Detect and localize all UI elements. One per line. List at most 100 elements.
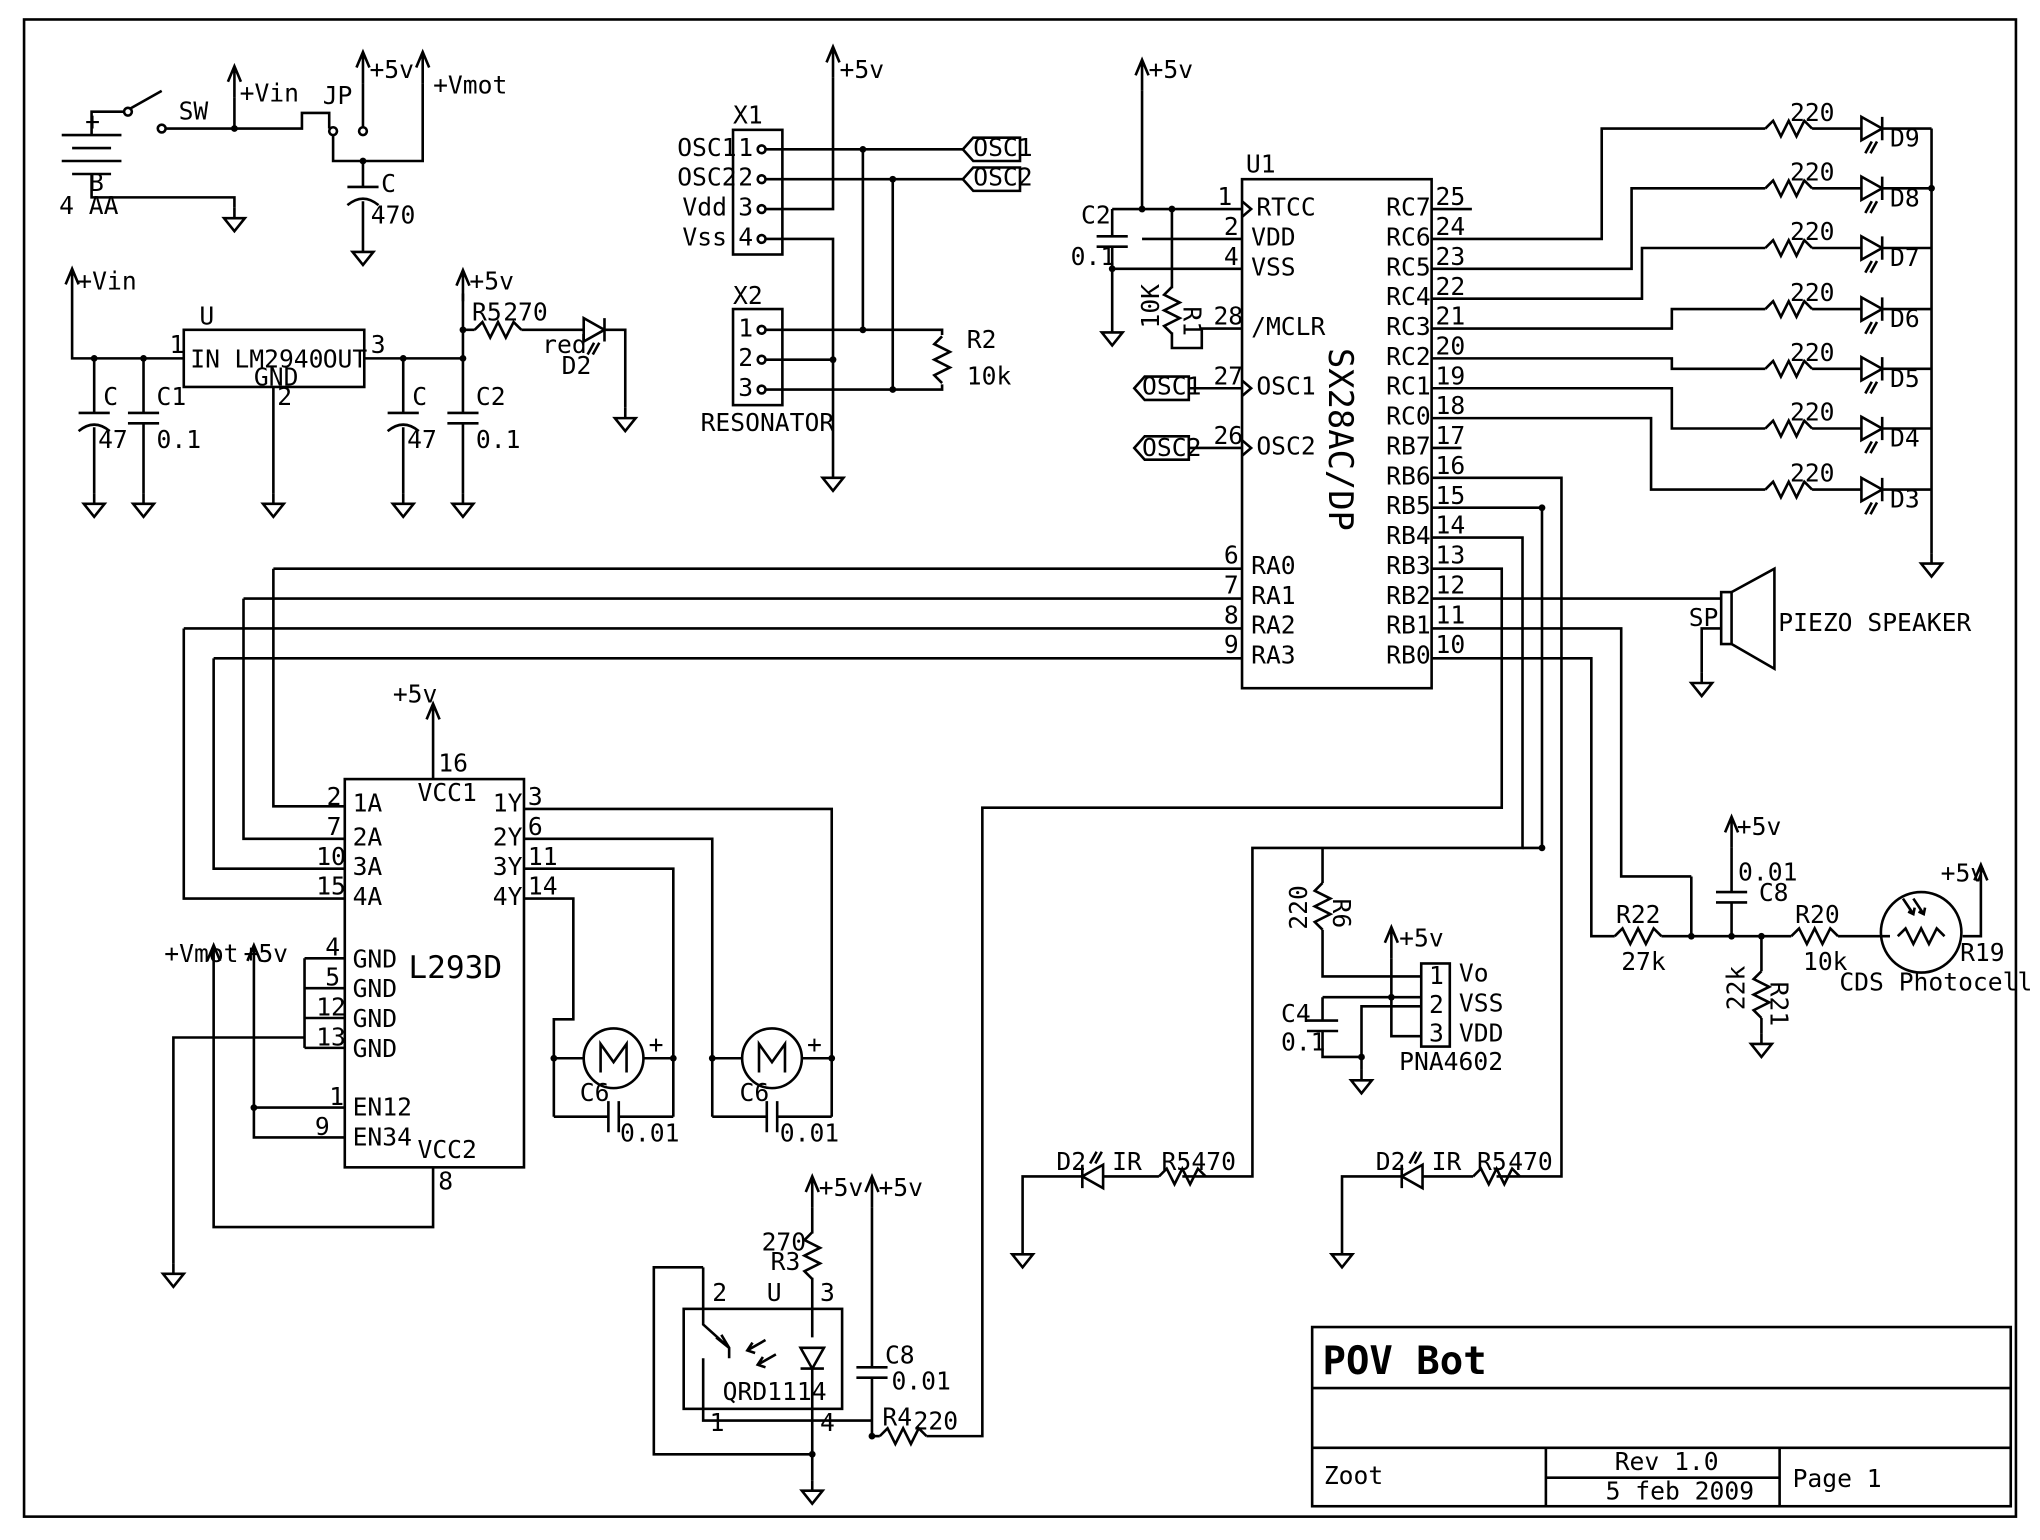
drawing-border: [22, 18, 2018, 1518]
power-led-ref: D2: [562, 351, 592, 380]
led-icon: [1860, 355, 1884, 395]
r22-ref: R22: [1616, 900, 1661, 929]
cap-470-ref: C: [381, 169, 396, 198]
led-icon: [1860, 175, 1884, 215]
motor-plus: +: [649, 1030, 664, 1059]
mcu-pin-name: OSC1: [1256, 372, 1315, 401]
mcu-pin-num: 21: [1436, 302, 1466, 331]
l293d-pin-name: EN12: [353, 1092, 412, 1121]
motor-plus: +: [807, 1030, 822, 1059]
qrd-ref: U: [767, 1278, 782, 1307]
resistor-r2-icon: [933, 335, 952, 385]
mcu-pin-num: 2: [1224, 212, 1239, 241]
qrd-pin: 4: [820, 1408, 835, 1437]
ir-emitter-icon: [799, 1346, 826, 1370]
mcu-pin-num: 18: [1436, 391, 1466, 420]
led-ref: D8: [1890, 183, 1920, 212]
x2-pin-num: 1: [738, 313, 753, 342]
power-led-res-value: 270: [503, 298, 548, 327]
ir-led-section: D2 IR R5 470 D2 IR R5 470: [1010, 1147, 1553, 1269]
r21-value: 22k: [1722, 966, 1751, 1011]
led-ref: D6: [1890, 304, 1920, 333]
r21-ref: R21: [1765, 982, 1794, 1027]
led-res-value: 220: [1790, 157, 1835, 186]
mcu-pin-name: RB2: [1386, 581, 1431, 610]
mcu-pin-num: 1: [1217, 182, 1232, 211]
cap-470-value: 470: [371, 200, 416, 229]
mcu-name: SX28AC/DP: [1321, 348, 1360, 531]
r3-value: 270: [762, 1227, 807, 1256]
5v-rail-icon: [455, 268, 471, 303]
capacitor-c8-icon: [1714, 890, 1749, 904]
r2-value: 10k: [967, 361, 1012, 390]
resistor-r20-icon: [1789, 927, 1840, 946]
5v-label: +5v: [840, 55, 885, 84]
mcu-pin-name: RB4: [1386, 521, 1431, 550]
mcu-section: +5v C2 0.1 10K R1 OSC1 OSC2 U1 SX28AC/DP…: [1071, 55, 1472, 690]
l293d-pin-name: 4A: [353, 882, 383, 911]
regulator-pin-gnd-num: 2: [277, 382, 292, 411]
r4-ref: R4: [882, 1403, 912, 1432]
phototransistor-icon: [701, 1267, 872, 1422]
ground-icon: [1330, 1242, 1354, 1269]
osc1-flag-icon: [961, 136, 1022, 163]
5v-rail-icon: [1383, 925, 1400, 960]
jumper-pin-icon: [357, 125, 369, 137]
motors-section: + C6 0.01 + C6 0.01: [550, 1027, 839, 1147]
pna-pin-name: VDD: [1459, 1018, 1504, 1047]
l293d-pin-name: GND: [353, 1034, 398, 1063]
mcu-pin-num: 10: [1436, 630, 1466, 659]
mcu-pin-num: 8: [1224, 600, 1239, 629]
l293d-pin-name: 3A: [353, 852, 383, 881]
cap-c1-value: 0.1: [157, 425, 202, 454]
x2-pin-num: 2: [738, 343, 753, 372]
l293d-pin-num: 3: [528, 782, 543, 811]
motor-cap-ref: C6: [740, 1078, 770, 1107]
x1-pin-name: OSC1: [677, 133, 736, 162]
l293d-name: L293D: [408, 950, 502, 986]
pna-pin-num: 1: [1429, 961, 1444, 990]
l293d-pin-num: 10: [316, 842, 346, 871]
ir-receiver-section: 220 R6 +5v C4 0.1 1 2 3 Vo VSS VDD PNA46…: [1281, 847, 1504, 1095]
mcu-pin-num: 19: [1436, 361, 1466, 390]
cap-in-ref: C: [103, 382, 118, 411]
vmot-label: +Vmot: [164, 939, 238, 968]
mcu-pin-name: RB7: [1386, 431, 1431, 460]
x2-header-body: [731, 307, 784, 407]
led-res-value: 220: [1790, 98, 1835, 127]
x1-ref: X1: [733, 100, 763, 129]
revision-text: Rev 1.0: [1615, 1447, 1719, 1476]
r6-ref: R6: [1327, 899, 1356, 929]
ground-icon: [351, 240, 375, 267]
r1-value: 10K: [1136, 284, 1165, 329]
jumper-pin-icon: [327, 125, 339, 137]
led-ref: D4: [1890, 424, 1920, 453]
r20-ref: R20: [1795, 900, 1840, 929]
mcu-ref: U1: [1246, 150, 1276, 179]
5v-rail-icon: [864, 1175, 880, 1209]
led-icon: [1860, 115, 1884, 155]
mcu-pin-name: RTCC: [1256, 193, 1315, 222]
mcu-pin-name: RC3: [1386, 312, 1431, 341]
l293d-pin-name: GND: [353, 974, 398, 1003]
mcu-pin-num: 13: [1436, 541, 1466, 570]
switch-icon: [128, 89, 235, 130]
mcu-pin-name: OSC2: [1256, 431, 1315, 460]
qrd-pin: 3: [820, 1278, 835, 1307]
ground-icon: [1010, 1242, 1035, 1269]
speaker-section: SP PIEZO SPEAKER: [1431, 566, 1971, 698]
mcu-pin-num: 27: [1213, 361, 1243, 390]
mcu-pin-name: RC0: [1386, 402, 1431, 431]
qrd-pin: 2: [712, 1278, 727, 1307]
pna4602-body: [1419, 962, 1452, 1048]
mcu-pin-num: 11: [1436, 600, 1466, 629]
mcu-pin-num: 12: [1436, 570, 1466, 599]
light-sensor-section: R22 27k +5v 0.01 C8 22k R21 R20 10k +5v …: [1613, 812, 2032, 1059]
ground-icon: [161, 1262, 186, 1289]
l293d-pin-num: 14: [528, 872, 558, 901]
l293d-pin-num: 7: [327, 812, 342, 841]
mcu-pin-name: RC1: [1386, 372, 1431, 401]
mcu-pin-name: RB0: [1386, 641, 1431, 670]
jumper-ref: JP: [323, 81, 353, 110]
resonator-section: X1 OSC1 OSC2 Vdd Vss 1 2 3 4 +5v OSC1 OS…: [677, 45, 1033, 493]
